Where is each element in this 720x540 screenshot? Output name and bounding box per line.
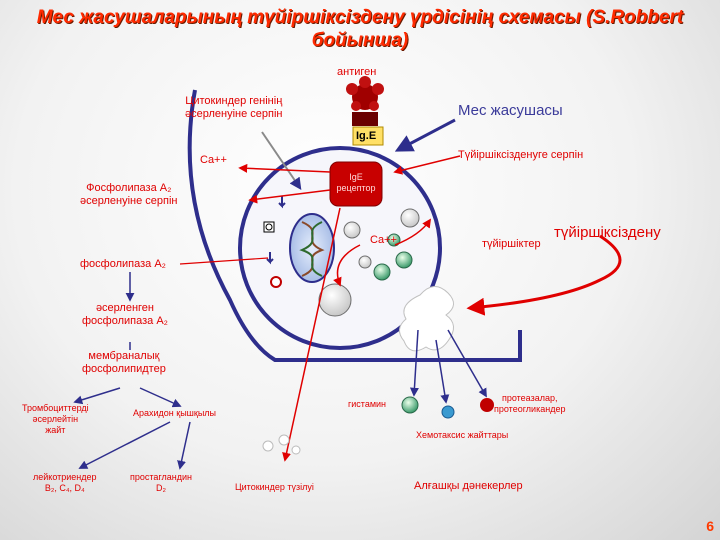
arrow-phospholipase-activation [248, 189, 331, 204]
arrow-degranulation-signal [393, 155, 461, 175]
degranulation-label: түйіршіксіздену [554, 224, 661, 241]
arrow-to-platelet [73, 387, 121, 405]
granule [318, 283, 352, 317]
primary-mediators-label: Алғашқы дәнекерлер [414, 480, 523, 492]
arrow-to-arachidonic [139, 387, 182, 408]
arrow-cytokine-gene [261, 131, 302, 190]
prostaglandin-label: простагландин D₂ [130, 472, 192, 493]
ige-label: Ig.E [356, 130, 377, 142]
title-line-2: бойынша) [311, 30, 409, 51]
arrow-cytokine-release [282, 207, 341, 462]
ige-antibody [352, 112, 378, 126]
granule [395, 251, 413, 269]
calcium-label-2: Ca++ [370, 234, 397, 246]
ige-receptor-label: IgE рецептор [336, 172, 376, 193]
cytokine-dot [262, 440, 274, 452]
phospholipase-activation-label: Фосфолипаза A₂ әсерленуіне серпін [80, 182, 178, 207]
calcium-label-1: Ca++ [200, 154, 227, 166]
histamine-label: гистамин [348, 399, 387, 409]
granule [343, 221, 361, 239]
mast-cell-membrane [187, 89, 522, 362]
arrow-chemotaxis [435, 339, 450, 404]
granule [387, 233, 401, 247]
leukotrienes-label: лейкотриендер B₂, C₄, D₄ [33, 472, 97, 493]
phospholipase-icon [270, 276, 282, 288]
phospholipase-label: фосфолипаза A₂ [80, 258, 166, 270]
calcium-channel-icon [263, 221, 275, 233]
cytokine-dot [291, 445, 301, 455]
arrow-to-prostaglandin [177, 421, 191, 470]
down-arrow-icon [278, 196, 286, 209]
arrow-histamine [409, 329, 419, 397]
ige-label-box [352, 126, 384, 146]
nucleus [289, 213, 335, 283]
diagram-title: Мес жасушаларының түйіршіксіздену үрдісі… [0, 6, 720, 52]
antigen-molecule-icon [346, 76, 384, 111]
arachidonic-acid-label: Арахидон қышқылы [133, 408, 217, 418]
chemotaxis-icon [441, 405, 455, 419]
granules-label: түйіршіктер [482, 238, 541, 250]
arrow-ca-receptor [238, 163, 331, 173]
cytokine-gene-label: Цитокиндер генінің әсерленуіне серпін [185, 95, 283, 120]
activated-phospholipase-label: әсерленген фосфолипаза A₂ [82, 302, 168, 327]
granule [358, 255, 372, 269]
down-arrow-icon [266, 252, 274, 265]
antigen-label: антиген [337, 66, 377, 78]
membrane-phospholipids-label: мембраналық фосфолипидтер [82, 350, 166, 375]
cytokine-release-label: Цитокиндер түзілуі [235, 482, 314, 492]
arrow-ca-granule-2 [394, 218, 431, 246]
arrow-proteases [447, 329, 487, 398]
chemotaxis-label: Хемотаксис жайттары [416, 430, 509, 440]
protease-icon [480, 398, 494, 412]
granule [373, 263, 391, 281]
cell-body [238, 146, 442, 350]
cytokine-dot [278, 434, 290, 446]
arrow-mast-cell [394, 118, 456, 152]
platelet-factor-label: Тромбоциттерді әсерлейтін жайт [22, 403, 89, 435]
arrow-ca-granule-1 [333, 244, 361, 287]
degranulation-signal-label: Түйіршіксізденуге серпін [458, 149, 584, 161]
page-number: 6 [706, 518, 714, 534]
granule [400, 208, 420, 228]
ige-receptor-box [329, 161, 383, 207]
phospholipase-link [179, 257, 269, 265]
title-line-1: Мес жасушаларының түйіршіксіздену үрдісі… [36, 7, 684, 28]
arrow-to-leukotrienes [78, 421, 171, 469]
proteases-label: протеазалар, протеогликандер [494, 393, 566, 414]
arrow-degranulation-curve [466, 234, 622, 316]
histamine-icon [401, 396, 419, 414]
mast-cell-label: Мес жасушасы [458, 102, 563, 119]
